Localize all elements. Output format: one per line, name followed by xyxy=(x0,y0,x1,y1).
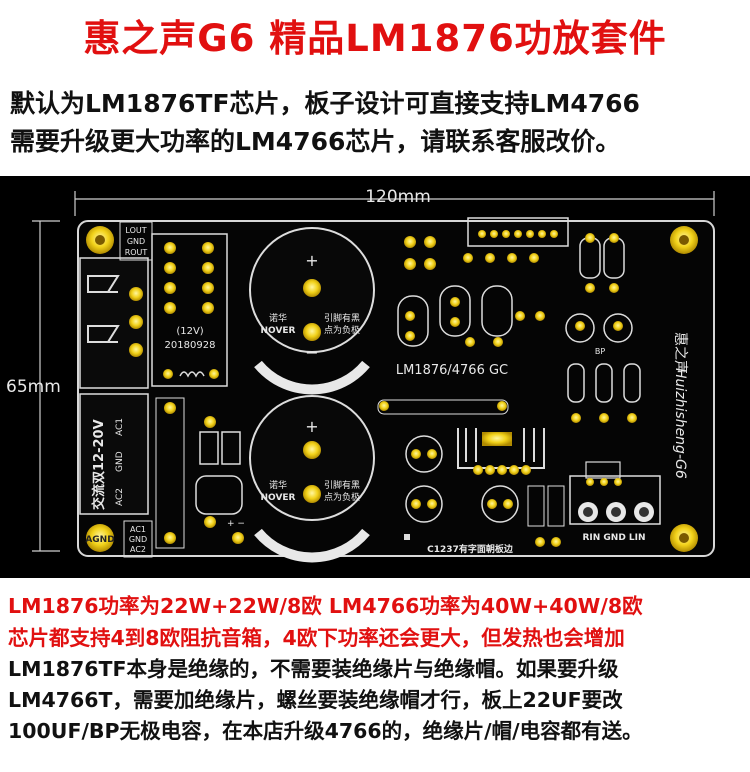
note-line-1: LM1876TF本身是绝缘的，不需要装绝缘片与绝缘帽。如果要升级 xyxy=(8,657,619,681)
cap-bottom-plus: + xyxy=(305,417,318,436)
rout-label: ROUT xyxy=(125,248,148,257)
page-title: 惠之声G6 精品LM1876功放套件 xyxy=(83,17,667,60)
amplifier-section xyxy=(377,217,569,547)
cap-top-note-2: 点为负极 xyxy=(324,324,360,336)
pcb-drawing: 120mm 65mm AGND LOUT GND ROUT 交流双12-20V … xyxy=(6,187,715,563)
dim-height-label: 65mm xyxy=(6,377,61,397)
model-label: LM1876/4766 GC xyxy=(396,363,508,378)
gnd-out-label: GND xyxy=(127,237,145,246)
bp-label: BP xyxy=(595,347,605,356)
cap-top-plus: + xyxy=(305,251,318,270)
cap-bottom-note-1: 引脚有黑 xyxy=(324,479,360,491)
dim-width-label: 120mm xyxy=(365,187,431,207)
c1237-label: C1237有字面朝板边 xyxy=(427,543,514,555)
filter-capacitor-top xyxy=(249,227,375,395)
voltage-label: (12V) xyxy=(176,326,203,337)
ac2-label: AC2 xyxy=(115,488,125,506)
bottom-ac1-label: AC1 xyxy=(130,525,146,534)
lout-label: LOUT xyxy=(125,226,146,235)
relay-module xyxy=(151,233,228,387)
note-line-3: 100UF/BP无极电容，在本店升级4766的，绝缘片/帽/电容都有送。 xyxy=(8,719,643,743)
cap-bottom-brand-en: NOVER xyxy=(261,493,296,503)
mounting-holes xyxy=(86,226,698,552)
ac-input-terminal xyxy=(79,393,153,558)
bottom-ac2-label: AC2 xyxy=(130,545,146,554)
cap-top-brand-cn: 诺华 xyxy=(269,312,287,324)
spec-line-red-2: 芯片都支持4到8欧阻抗音箱，4欧下功率还会更大，但发热也会增加 xyxy=(8,626,625,650)
cap-top-note-1: 引脚有黑 xyxy=(324,312,360,324)
side-brand-label: 惠之声 xyxy=(672,332,688,374)
cap-bottom-brand-cn: 诺华 xyxy=(269,479,287,491)
small-cap-polarity: + − xyxy=(227,519,245,529)
board-outline xyxy=(77,220,715,557)
ac-input-label: 交流双12-20V xyxy=(91,419,107,510)
cap-top-minus: − xyxy=(305,343,318,362)
cap-bottom-note-2: 点为负极 xyxy=(324,491,360,503)
input-section xyxy=(565,233,661,525)
cap-top-brand-en: NOVER xyxy=(261,326,296,336)
pcb-photo: 120mm 65mm AGND LOUT GND ROUT 交流双12-20V … xyxy=(0,176,750,578)
output-terminal xyxy=(79,221,153,389)
rin-gnd-lin-label: RIN GND LIN xyxy=(582,533,645,543)
note-line-2: LM4766T，需要加绝缘片，螺丝要装绝缘帽才行，板上22UF要改 xyxy=(8,688,623,712)
filter-capacitor-bottom xyxy=(249,395,375,563)
agnd-label: AGND xyxy=(85,535,114,545)
description-line-1: 默认为LM1876TF芯片，板子设计可直接支持LM4766 xyxy=(10,89,640,118)
rectifier-diodes xyxy=(155,397,244,549)
spec-line-red-1: LM1876功率为22W+22W/8欧 LM4766功率为40W+40W/8欧 xyxy=(8,594,643,618)
ac-gnd-label: GND xyxy=(115,451,125,472)
bottom-gnd-label: GND xyxy=(129,535,147,544)
side-en-label: Huizhisheng-G6 xyxy=(672,368,688,479)
date-label: 20180928 xyxy=(165,340,216,351)
ac1-label: AC1 xyxy=(115,418,125,436)
dimension-lines xyxy=(32,191,715,552)
description-line-2: 需要升级更大功率的LM4766芯片，请联系客服改价。 xyxy=(10,127,621,156)
